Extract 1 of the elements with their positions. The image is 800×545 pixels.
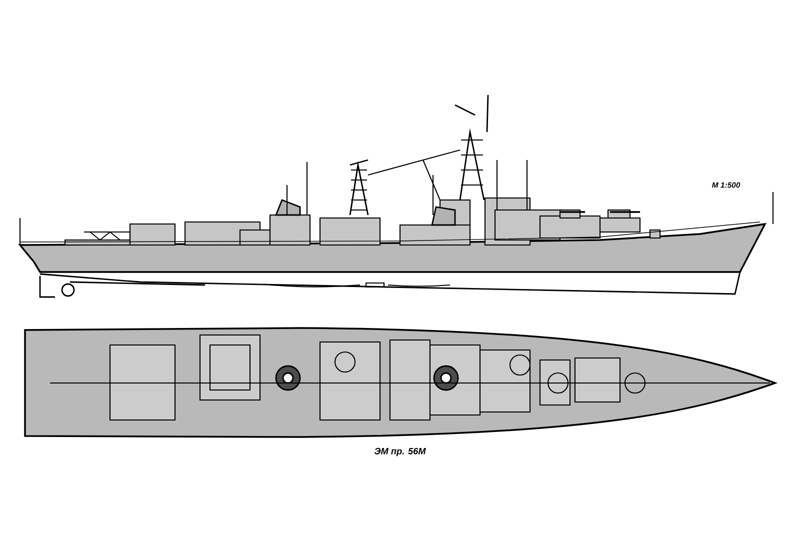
caption: ЭМ пр. 56М <box>374 448 426 456</box>
